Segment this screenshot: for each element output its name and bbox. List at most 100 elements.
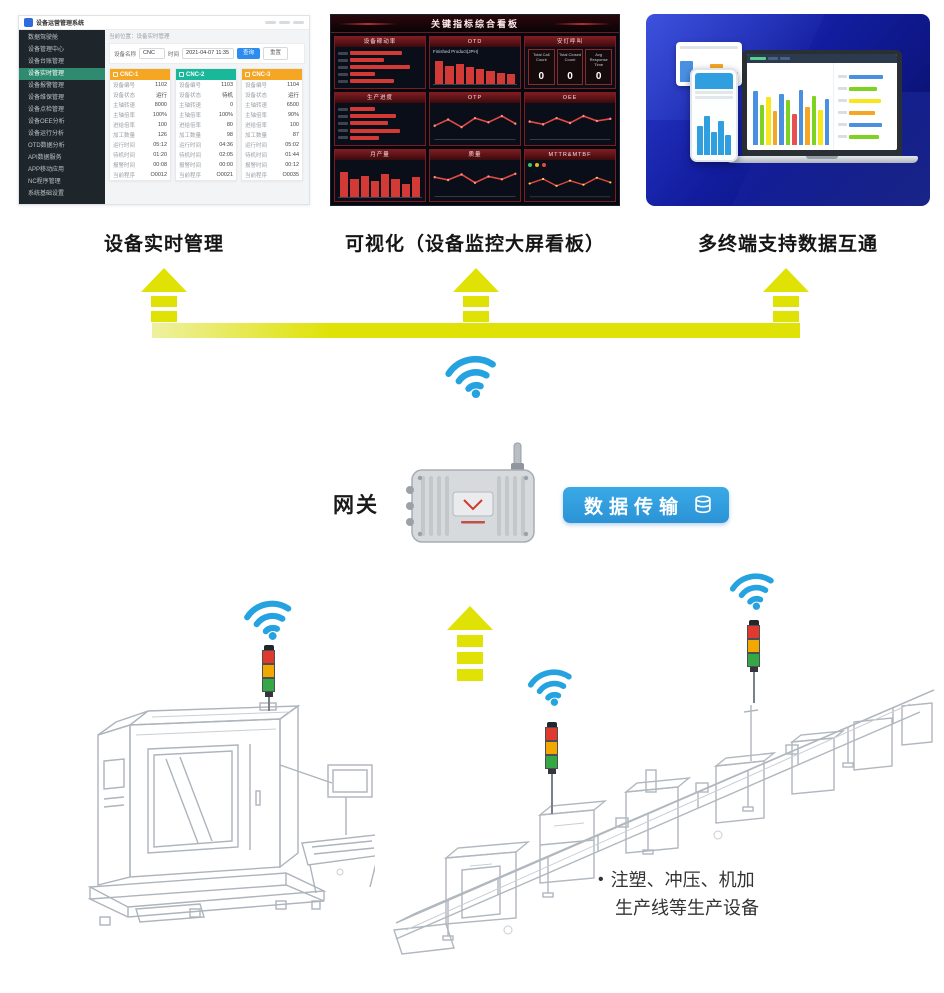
attr-value: O0021 [216,172,233,178]
hbar [350,107,376,112]
widget-line [680,46,738,49]
attr-value: 100 [157,122,167,128]
attr-label: 当前程序 [113,173,136,179]
dashboard-tile-title: 设备稼动率 [335,37,425,47]
time-label: 时间 [168,51,180,58]
caption-admin: 设备实时管理 [103,234,224,255]
phone-chart [695,101,733,157]
dashboard-title: 关键指标综合看板 [430,19,519,29]
attr-label: 主轴倍率 [179,113,202,119]
time-input[interactable]: 2021-04-07 11:35 [182,48,235,59]
admin-sidebar-item[interactable]: 设备报警管理 [28,83,65,89]
hbar-row [338,71,422,77]
up-arrow [447,606,493,681]
andon-red-light [262,650,275,664]
bar [435,60,444,85]
attr-value: 100% [218,112,233,118]
caption-terminals: 多终端支持数据互通 [697,234,878,255]
dashboard-tile-chart [430,160,520,201]
admin-sidebar-item[interactable]: 设备OEE分析 [28,119,65,125]
bar [350,178,359,197]
phone-bar [711,131,717,155]
admin-sidebar-item[interactable]: APP移动应用 [28,167,65,173]
attr-label: 待机时间 [245,153,268,159]
hbar [350,65,411,70]
attr-value: 80 [226,122,233,128]
dashboard-tile: OTP [429,92,521,146]
dashboard-tile: 质量 [429,148,521,202]
topbar-menu-item[interactable] [265,21,276,24]
admin-sidebar-item[interactable]: 数据驾驶舱 [28,35,59,41]
device-card-title: CNC-1 [120,71,139,78]
attr-label: 待机时间 [113,153,136,159]
up-arrow [141,268,187,322]
legend-dot-yellow [535,162,539,167]
dashboard-tile-title: MTTR&MTBF [525,149,615,160]
laptop-bar [753,91,758,145]
admin-sidebar-item[interactable]: 设备运行分析 [28,131,65,137]
bullet: • [598,871,604,888]
admin-sidebar-item[interactable]: 系统基础设置 [28,191,65,197]
device-name-input[interactable]: CNC [139,48,166,59]
row-label [838,111,848,114]
attr-value: 04:36 [219,142,233,148]
attr-label: 进给倍率 [113,123,136,129]
admin-sidebar-item[interactable]: API数据服务 [28,155,62,161]
admin-sidebar-item[interactable]: 设备台账管理 [28,59,65,65]
hbar [350,58,384,63]
hbar-tick [338,107,348,111]
chart-subtitle: Finished Product(JPH) [433,49,479,54]
attr-value: O0035 [282,172,299,178]
laptop-bar [824,98,830,145]
attr-value: 8000 [154,102,167,108]
laptop-chart [747,63,835,150]
laptop-screen [742,50,902,156]
admin-panel: 设备运营管理系统 数据驾驶舱设备管理中心设备台账管理设备实时管理设备报警管理设备… [18,15,310,205]
hbar [350,121,388,126]
phone-bar [725,135,731,155]
admin-sidebar-item[interactable]: 设备管理中心 [28,47,65,53]
laptop-table [834,63,897,150]
hbar-row [338,135,422,141]
laptop-bar [792,114,797,145]
admin-sidebar-item[interactable]: 设备实时管理 [19,68,105,80]
hbar [350,72,376,77]
attr-value: 0 [229,102,233,108]
andon-green-light [545,755,558,769]
topbar-menu-item[interactable] [293,21,304,24]
reset-button[interactable]: 重置 [263,47,289,60]
topbar-menu-item[interactable] [279,21,290,24]
device-card-header: CNC-2 [176,69,236,80]
device-attr-row: 主轴倍率 100% [176,110,236,120]
data-transfer-button[interactable]: 数据传输 [563,487,729,523]
database-icon [695,495,711,514]
attr-value: 6500 [286,102,299,108]
attr-value: 00:08 [153,162,167,168]
hbar-row [338,64,422,70]
bar [411,177,420,197]
andon-pole [550,774,553,814]
search-button[interactable]: 查询 [237,48,261,59]
attr-label: 设备编号 [245,83,268,89]
line-chart [433,115,517,141]
admin-sidebar-item[interactable]: NC程序管理 [28,179,61,185]
app-title: 设备运营管理系统 [36,21,85,27]
admin-sidebar-item[interactable]: 设备维保管理 [28,95,65,101]
andon-red-light [545,727,558,741]
gateway-label: 网关 [333,494,379,517]
admin-sidebar-item[interactable]: 设备点检管理 [28,107,65,113]
laptop-bar [798,89,804,145]
device-attr-row: 设备状态运行 [242,90,302,100]
device-card-title: CNC-3 [252,71,271,78]
admin-sidebar-item[interactable]: OTD数据分析 [28,143,65,149]
